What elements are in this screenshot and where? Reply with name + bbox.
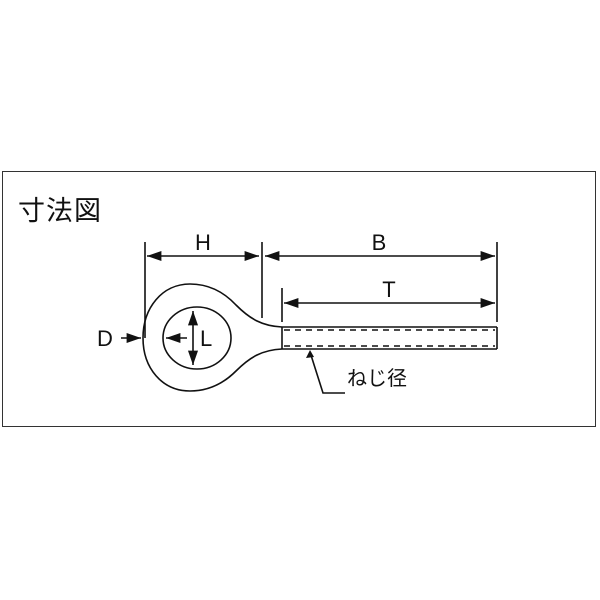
label-thread-diameter: ねじ径 xyxy=(347,366,407,390)
label-l: L xyxy=(200,326,212,351)
diagram-frame xyxy=(2,171,596,427)
label-d: D xyxy=(97,326,113,351)
label-h: H xyxy=(195,230,211,255)
diagram-title: 寸法図 xyxy=(18,196,102,227)
thread-leader-arrowhead xyxy=(306,350,314,358)
thread-leader-line xyxy=(309,351,345,394)
label-b: B xyxy=(372,230,387,255)
label-t: T xyxy=(382,277,395,302)
eye-inner-circle xyxy=(162,306,232,370)
eye-outer-outline xyxy=(142,283,283,392)
